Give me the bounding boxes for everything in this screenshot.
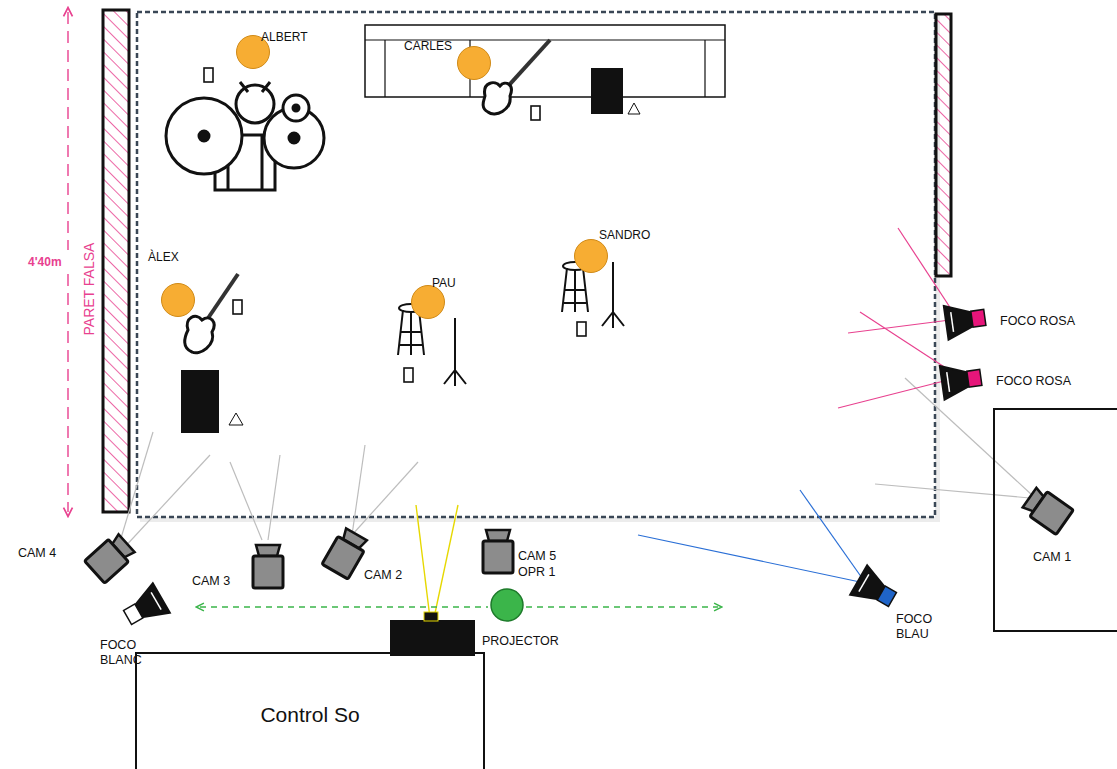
pink-beam [898,228,955,315]
equipment-label: PROJECTOR [482,634,559,649]
bass-guitar [483,40,550,114]
wireless-pack [531,106,540,120]
operator-marker [491,589,523,621]
lamp-gel [877,586,896,606]
sight-line [118,432,153,548]
equipment-label: FOCO ROSA [996,374,1071,389]
operator-path [526,606,718,607]
equipment-label: OPR 1 [518,565,556,580]
false-wall [103,10,129,512]
blue-beam [638,535,860,582]
sight-line [352,462,418,535]
sight-line [875,484,1030,498]
wireless-pack [233,300,242,314]
lamp [940,362,970,399]
musician-marker: ÀLEX [161,283,195,317]
equipment-label: CAM 5 [518,549,556,564]
sight-line [905,378,1032,495]
mic-stand [602,262,624,328]
pink-beam [838,380,948,408]
cymbal-center [199,131,209,141]
equipment-label: FOCO ROSA [1000,314,1075,329]
amplifier [591,68,623,114]
musician-name: CARLES [404,39,452,53]
tom-center [293,105,299,111]
camera [85,532,137,583]
projector [390,620,475,656]
blue-beam [800,490,862,578]
lamp [944,302,974,339]
musician-marker: SANDRO [574,239,608,273]
equipment-label: CAM 4 [18,546,56,561]
pink-beam [860,312,952,372]
sight-line [122,455,210,550]
power-warning [229,103,640,425]
projector-lens [424,612,438,621]
sight-lines [118,378,1032,550]
camera [483,530,513,573]
projector-beams [416,505,458,618]
area-label: CAM 1 [1033,550,1071,565]
musician-name: SANDRO [599,228,650,242]
projector-beam [416,505,430,618]
mic-stand [444,318,466,386]
equipment-label: CAM 3 [192,574,230,589]
musician-marker: ALBERT [236,35,270,69]
stage-area [137,12,935,517]
sofa [365,25,725,97]
white-lamp [119,583,170,632]
pink-lamp [940,361,983,400]
sight-line [352,445,365,535]
guitar-body [185,316,214,352]
musician-marker: CARLES [457,46,491,80]
camera [322,527,369,579]
lamp-gel [971,309,986,327]
light-beams [838,228,955,408]
wireless-pack [577,322,586,336]
musician-name: PAU [432,276,456,290]
tom [283,95,309,121]
cymbal [166,98,242,174]
false-wall [936,14,951,276]
pink-beam [848,320,950,333]
sight-line [230,462,262,540]
equipment-label: FOCO BLANC [100,638,148,668]
cymbal-center [289,133,299,143]
camera [1021,485,1073,534]
equipment-label: CAM 2 [364,568,402,583]
snare [236,85,274,123]
operator-path [200,606,488,607]
area-box: Control So [135,652,485,769]
equipment-label: FOCO BLAU [896,612,940,642]
wireless-pack [404,368,413,382]
sight-line [268,455,280,540]
lamp-gel [967,369,982,387]
lamp-gel [124,604,143,624]
pink-lamp [944,301,987,340]
musician-name: ÀLEX [148,250,179,264]
area-label: Control So [260,702,359,727]
musician-name: ALBERT [261,30,307,44]
projector-beam [434,505,458,618]
amplifier [181,370,219,433]
blue-beams [638,490,862,582]
drum-sticks [240,82,270,92]
dimension-line [67,12,68,250]
sofa-lines [365,40,725,97]
camera [253,545,283,588]
stools-and-stands [398,262,624,386]
wall-label: PARET FALSA [82,246,97,336]
electric-guitar [185,274,238,353]
stool-legs [562,268,588,312]
drum-kit [166,82,324,190]
dimension-label: 4'40m [27,255,63,270]
wireless-pack [204,68,213,82]
area-box: CAM 1 [993,408,1117,632]
wireless-packs [204,68,586,382]
guitar-body [483,83,511,114]
dimension-line [67,274,68,512]
blue-lamp [850,565,901,614]
musician-marker: PAU [411,285,445,319]
